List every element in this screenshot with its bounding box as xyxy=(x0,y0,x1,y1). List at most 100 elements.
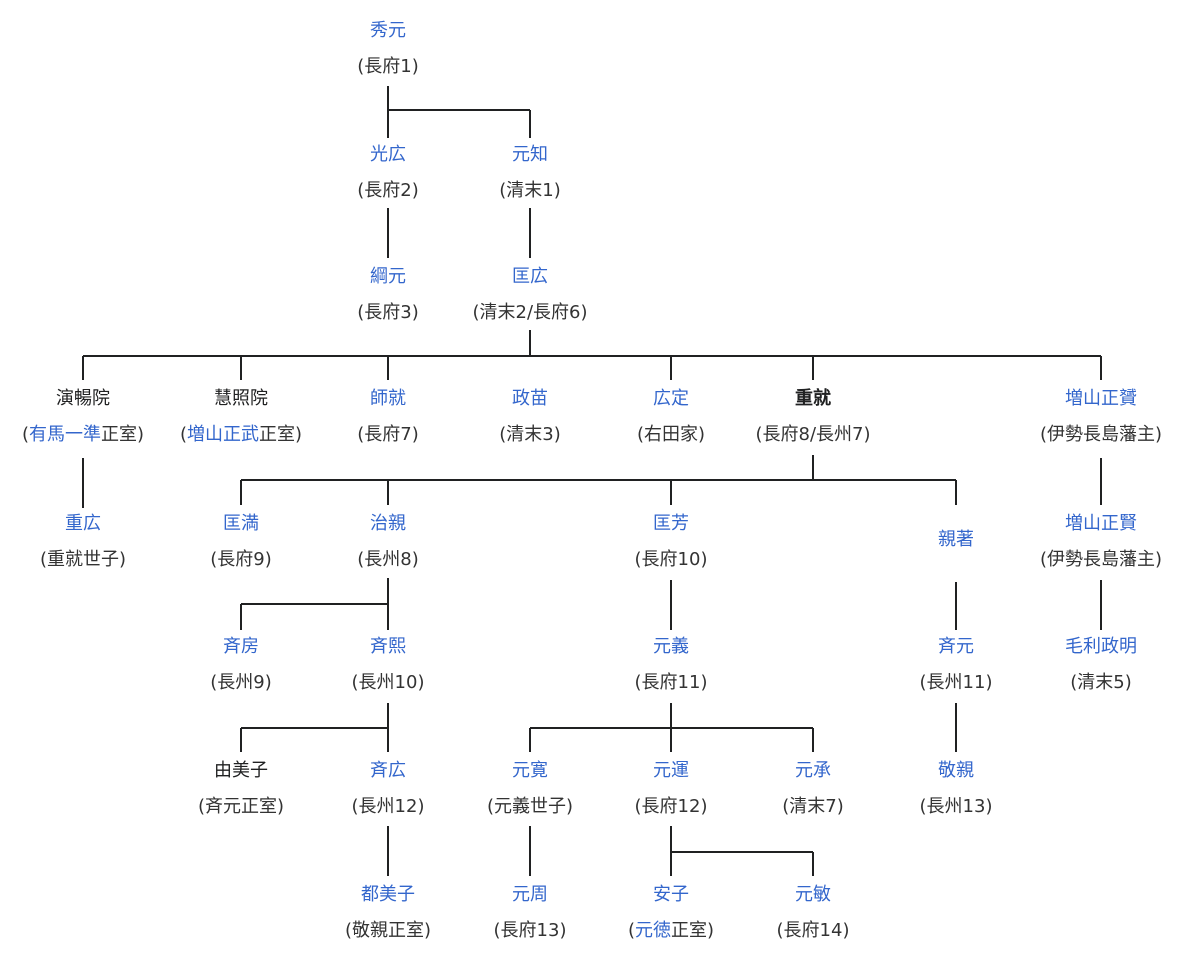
person-note: (長府12) xyxy=(635,789,708,825)
note-text: (長府2) xyxy=(357,180,419,201)
note-text: 正室) xyxy=(259,424,303,445)
note-text: (長府10) xyxy=(634,549,708,570)
person-name-link[interactable]: 元承 xyxy=(795,760,831,781)
note-text: (長州9) xyxy=(210,672,272,693)
tree-node-shigetaka: 重就(長府8/長州7) xyxy=(755,381,870,453)
note-text: (長府1) xyxy=(357,56,419,77)
person-note: (重就世子) xyxy=(40,542,126,578)
person-note: (清末3) xyxy=(499,417,561,453)
person-name-link[interactable]: 斉元 xyxy=(937,636,974,657)
note-text: (長州8) xyxy=(357,549,419,570)
tree-node-keishoin: 慧照院 (増山正武正室) xyxy=(180,381,302,453)
note-text: (伊勢長島藩主) xyxy=(1039,424,1163,445)
person-name-link[interactable]: 匡満 xyxy=(223,513,259,534)
person-note: (清末2/長府6) xyxy=(472,295,587,331)
tree-node-moronari: 師就 (長府7) xyxy=(357,381,419,453)
tree-node-motoyoshi: 元義(長府11) xyxy=(635,629,708,701)
spouse-link[interactable]: 増山正武 xyxy=(187,424,259,445)
tree-node-mototomo: 元知 (清末1) xyxy=(499,137,561,209)
tree-node-narihiro: 斉熙(長州10) xyxy=(352,629,425,701)
person-name-link[interactable]: 元運 xyxy=(652,760,689,781)
person-name-link[interactable]: 綱元 xyxy=(370,266,406,287)
tree-node-masaaki: 毛利政明 (清末5) xyxy=(1065,629,1137,701)
note-text: (長府8/長州7) xyxy=(755,424,871,445)
person-name-link[interactable]: 光広 xyxy=(370,144,406,165)
person-name-link[interactable]: 師就 xyxy=(370,388,406,409)
tree-node-masanae: 政苗 (清末3) xyxy=(499,381,561,453)
note-text: 正室) xyxy=(671,920,715,941)
person-name-link[interactable]: 元知 xyxy=(512,144,548,165)
tree-node-shigehiro: 重広 (重就世子) xyxy=(40,506,126,578)
person-name-link[interactable]: 元敏 xyxy=(794,884,831,905)
person-name-link[interactable]: 増山正贇 xyxy=(1064,388,1137,409)
person-note: (長府13) xyxy=(494,913,567,949)
note-text: (清末5) xyxy=(1070,672,1132,693)
spouse-link[interactable]: 有馬一準 xyxy=(29,424,101,445)
person-name-link[interactable]: 広定 xyxy=(652,388,689,409)
note-text: (清末3) xyxy=(499,424,561,445)
person-name-link[interactable]: 政苗 xyxy=(512,388,548,409)
person-name-link[interactable]: 敬親 xyxy=(937,760,974,781)
person-name-link[interactable]: 元周 xyxy=(511,884,548,905)
person-name-link[interactable]: 増山正賢 xyxy=(1064,513,1137,534)
tree-node-motochika: 元周 (長府13) xyxy=(494,877,567,949)
person-note: (長州8) xyxy=(357,542,419,578)
note-text: (右田家) xyxy=(636,424,706,445)
person-name-link[interactable]: 秀元 xyxy=(370,20,406,41)
note-text: (清末1) xyxy=(499,180,561,201)
note-text: (清末2/長府6) xyxy=(472,302,588,323)
person-note: (清末1) xyxy=(499,173,561,209)
person-name-link[interactable]: 治親 xyxy=(370,513,406,534)
person-name-link[interactable]: 重広 xyxy=(64,513,101,534)
person-name-link[interactable]: 親著 xyxy=(938,529,974,550)
note-text: ( xyxy=(21,424,29,445)
person-note: (敬親正室) xyxy=(345,913,431,949)
person-name-link[interactable]: 斉広 xyxy=(369,760,406,781)
note-text: (長府9) xyxy=(210,549,272,570)
person-name-link[interactable]: 斉房 xyxy=(223,636,259,657)
person-note: (長府9) xyxy=(210,542,272,578)
person-note: (長府2) xyxy=(357,173,419,209)
note-text: (清末7) xyxy=(782,796,844,817)
person-note: (長府14) xyxy=(777,913,850,949)
person-note: (長府10) xyxy=(635,542,708,578)
person-name-link[interactable]: 安子 xyxy=(653,884,689,905)
person-name-link[interactable]: 匡芳 xyxy=(652,513,689,534)
note-text: (斉元正室) xyxy=(197,796,285,817)
person-name-link[interactable]: 毛利政明 xyxy=(1065,636,1137,657)
person-note: (元義世子) xyxy=(487,789,573,825)
tree-node-tomiko: 都美子 (敬親正室) xyxy=(345,877,431,949)
tree-node-naritomo: 斉元 (長州11) xyxy=(920,629,993,701)
tree-node-masakata: 増山正賢(伊勢長島藩主) xyxy=(1040,506,1162,578)
note-text: (長府7) xyxy=(357,424,419,445)
tree-node-hirosada: 広定 (右田家) xyxy=(637,381,705,453)
person-note: (長府8/長州7) xyxy=(755,417,870,453)
tree-node-tadamitsu: 匡満 (長府9) xyxy=(210,506,272,578)
tree-node-naritoo: 斉広 (長州12) xyxy=(352,753,425,825)
note-text: (重就世子) xyxy=(39,549,127,570)
tree-node-takachika: 敬親(長州13) xyxy=(920,753,993,825)
tree-node-tsunamoto: 綱元(長府3) xyxy=(357,259,419,331)
tree-node-narifusa: 斉房 (長州9) xyxy=(210,629,272,701)
person-name: 慧照院 xyxy=(214,388,268,409)
person-name-link[interactable]: 都美子 xyxy=(360,884,415,905)
person-note: (伊勢長島藩主) xyxy=(1040,417,1162,453)
person-name-link[interactable]: 元寛 xyxy=(511,760,548,781)
tree-node-hidemoto: 秀元 (長府1) xyxy=(357,13,419,85)
note-text: (長府14) xyxy=(776,920,850,941)
note-text: (長州11) xyxy=(919,672,993,693)
person-name-link[interactable]: 匡広 xyxy=(511,266,548,287)
tree-node-yasuko: 安子 (元徳正室) xyxy=(628,877,714,949)
person-note: (長州9) xyxy=(210,665,272,701)
person-note: (元徳正室) xyxy=(628,913,714,949)
person-note: (増山正武正室) xyxy=(180,417,302,453)
person-note: (長州12) xyxy=(352,789,425,825)
person-name-link[interactable]: 斉熙 xyxy=(369,636,406,657)
person-name-link[interactable]: 元義 xyxy=(652,636,689,657)
tree-node-motohiro: 元寛 (元義世子) xyxy=(487,753,573,825)
tree-node-motomitsu: 元運 (長府12) xyxy=(635,753,708,825)
note-text: ( xyxy=(627,920,635,941)
tree-node-harochika: 治親 (長州8) xyxy=(357,506,419,578)
spouse-link[interactable]: 元徳 xyxy=(635,920,671,941)
